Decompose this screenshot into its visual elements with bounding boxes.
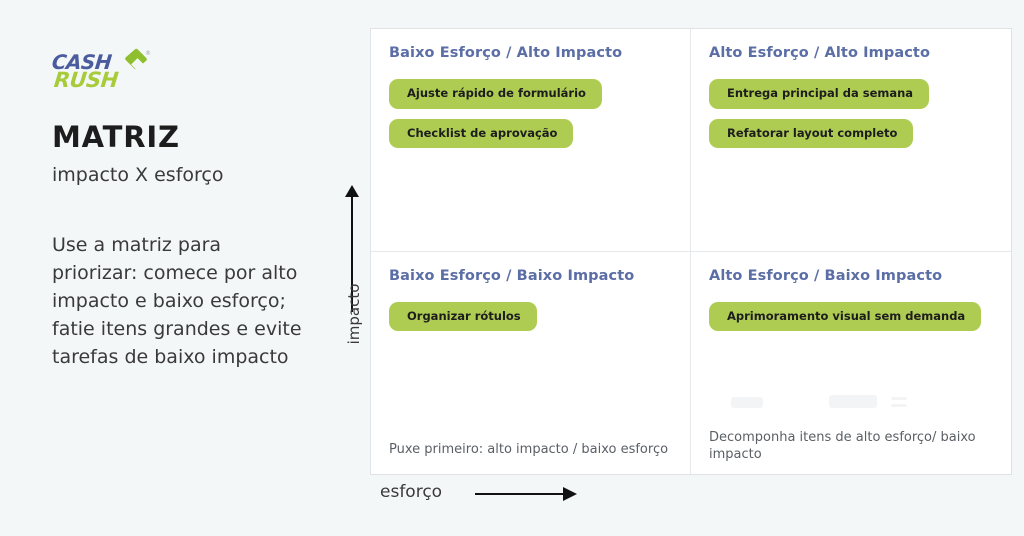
quadrant-high-effort-high-impact: Alto Esforço / Alto Impacto Entrega prin… xyxy=(691,29,1011,252)
impact-effort-matrix: Baixo Esforço / Alto Impacto Ajuste rápi… xyxy=(370,28,1012,475)
y-axis-arrow-icon xyxy=(345,185,359,197)
task-chip[interactable]: Refatorar layout completo xyxy=(709,118,914,148)
x-axis-arrow-icon xyxy=(563,487,577,501)
task-chip[interactable]: Ajuste rápido de formulário xyxy=(389,79,602,109)
quadrant-high-effort-low-impact: Alto Esforço / Baixo Impacto Aprimoramen… xyxy=(691,252,1011,475)
render-artifact xyxy=(891,396,907,400)
quadrant-title: Alto Esforço / Alto Impacto xyxy=(709,45,931,61)
x-axis-label: esforço xyxy=(380,482,443,502)
page-subtitle: impacto X esforço xyxy=(52,164,224,186)
quadrant-title: Baixo Esforço / Alto Impacto xyxy=(389,45,623,61)
quadrant-task-list: Entrega principal da semana Refatorar la… xyxy=(709,79,993,148)
x-axis-line xyxy=(475,493,567,495)
quadrant-note: Puxe primeiro: alto impacto / baixo esfo… xyxy=(389,442,669,458)
quadrant-low-effort-low-impact: Baixo Esforço / Baixo Impacto Organizar … xyxy=(371,251,691,474)
quadrant-task-list: Ajuste rápido de formulário Checklist de… xyxy=(389,79,672,148)
quadrant-task-list: Aprimoramento visual sem demanda xyxy=(709,301,993,331)
task-chip[interactable]: Aprimoramento visual sem demanda xyxy=(709,301,982,331)
trademark-symbol: ® xyxy=(145,50,151,57)
task-chip[interactable]: Organizar rótulos xyxy=(389,301,537,331)
task-chip[interactable]: Entrega principal da semana xyxy=(709,79,930,109)
render-artifact xyxy=(731,396,763,408)
quadrant-title: Baixo Esforço / Baixo Impacto xyxy=(389,267,635,284)
page-title: MATRIZ xyxy=(52,120,180,154)
logo-word-bottom: RUSH xyxy=(52,68,120,92)
quadrant-task-list: Organizar rótulos xyxy=(389,301,672,331)
quadrant-low-effort-high-impact: Baixo Esforço / Alto Impacto Ajuste rápi… xyxy=(371,29,691,252)
page-description: Use a matriz para priorizar: comece por … xyxy=(52,234,302,369)
quadrant-title: Alto Esforço / Baixo Impacto xyxy=(709,267,943,284)
quadrant-note: Decomponha itens de alto esforço/ baixo … xyxy=(709,430,976,463)
task-chip[interactable]: Checklist de aprovação xyxy=(389,118,574,148)
y-axis-line xyxy=(351,195,353,312)
left-info-panel: CASH ® RUSH MATRIZ impacto X esforço Use… xyxy=(0,0,330,536)
y-axis-label: impacto xyxy=(345,283,363,345)
render-artifact xyxy=(829,394,877,408)
render-artifact xyxy=(891,403,907,407)
brand-logo: CASH ® RUSH xyxy=(51,48,151,98)
y-axis: impacto xyxy=(341,185,363,390)
